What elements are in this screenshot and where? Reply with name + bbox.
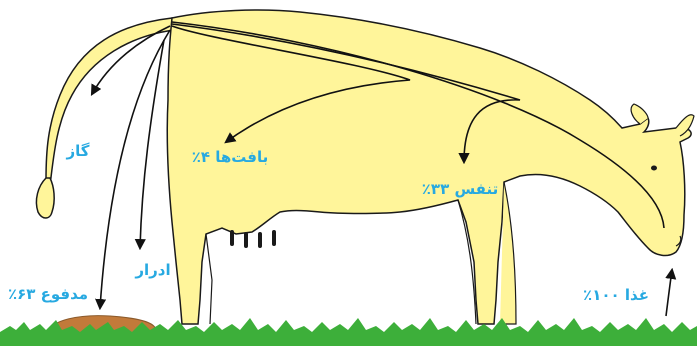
arrow-food: [666, 270, 672, 316]
label-tissues: بافت‌ها ۴٪: [192, 148, 269, 166]
label-gas: گاز: [66, 142, 90, 160]
label-food: غذا ۱۰۰٪: [583, 286, 649, 304]
label-feces: مدفوع ۶۳٪: [8, 285, 88, 303]
arrow-urine: [140, 40, 164, 248]
label-respiration: تنفس ۳۳٪: [422, 180, 498, 198]
label-urine: ادرار: [134, 261, 170, 279]
